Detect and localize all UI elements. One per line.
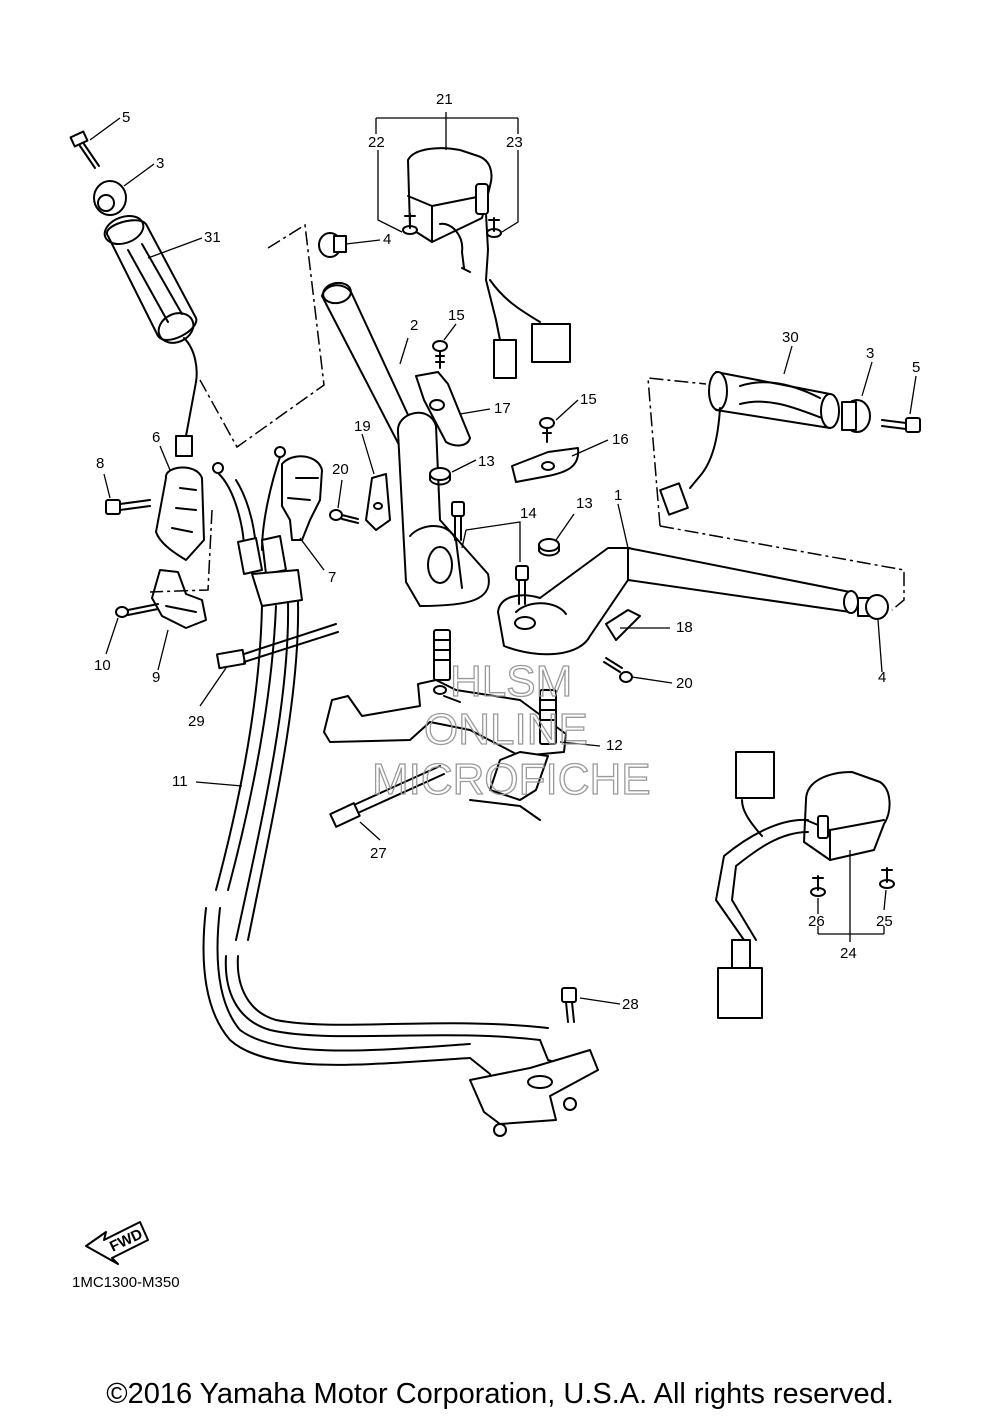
label-28: 28 — [622, 996, 639, 1013]
watermark-line-1: HLSM — [450, 657, 572, 706]
grip-31-left — [103, 214, 198, 457]
bolt-28 — [561, 987, 577, 1023]
label-14: 14 — [520, 505, 537, 522]
label-8: 8 — [96, 455, 104, 472]
label-29: 29 — [188, 713, 205, 730]
label-19: 19 — [354, 418, 371, 435]
label-18: 18 — [676, 619, 693, 636]
label-5-left: 5 — [122, 109, 130, 126]
label-5-right: 5 — [912, 359, 920, 376]
label-4-left: 4 — [383, 231, 391, 248]
label-3-right: 3 — [866, 345, 874, 362]
screw-20-left — [329, 509, 359, 524]
bolt-15-right — [539, 417, 555, 443]
bar-end-4-right — [857, 594, 889, 620]
label-22: 22 — [368, 134, 385, 151]
bolt-14-left — [451, 501, 465, 541]
plate-16 — [511, 447, 580, 483]
cable-ends — [212, 446, 286, 551]
label-15-right: 15 — [580, 391, 597, 408]
label-13-right: 13 — [576, 495, 593, 512]
screw-20-right — [603, 657, 633, 683]
grip-end-3-right — [841, 399, 871, 433]
screw-25 — [879, 867, 895, 889]
stud-left — [433, 629, 451, 681]
handlebar-2 — [321, 281, 490, 607]
label-25: 25 — [876, 913, 893, 930]
watermark-line-3: MICROFICHE — [372, 755, 651, 804]
label-15-left: 15 — [448, 307, 465, 324]
label-21: 21 — [436, 91, 453, 108]
fwd-arrow-icon: FWD — [85, 1221, 149, 1265]
bolt-5-right — [881, 417, 921, 433]
cable-tie-27 — [329, 765, 445, 828]
screw-10 — [115, 603, 159, 618]
bolt-8 — [105, 499, 151, 515]
label-20-right: 20 — [676, 675, 693, 692]
label-6: 6 — [152, 429, 160, 446]
label-16: 16 — [612, 431, 629, 448]
label-17: 17 — [494, 400, 511, 417]
bolt-15-left — [432, 340, 448, 369]
label-27: 27 — [370, 845, 387, 862]
switch-21-wire — [485, 213, 571, 379]
copyright-notice: ©2016 Yamaha Motor Corporation, U.S.A. A… — [106, 1378, 894, 1410]
throttle-housing-6 — [155, 466, 205, 561]
plate-17 — [415, 371, 471, 447]
nut-13-right — [538, 538, 560, 557]
cable-tie-29 — [215, 623, 339, 670]
switch-21 — [407, 147, 493, 273]
screw-22 — [402, 213, 418, 235]
stud-right — [539, 689, 557, 745]
label-13-left: 13 — [478, 453, 495, 470]
grip-end-3-left — [93, 180, 127, 216]
label-20-left: 20 — [332, 461, 349, 478]
clamp-9 — [151, 569, 207, 629]
bolt-14-right — [515, 565, 529, 605]
label-9: 9 — [152, 669, 160, 686]
nut-13-left — [429, 467, 451, 486]
bracket-12 — [323, 679, 567, 821]
label-31: 31 — [204, 229, 221, 246]
label-2: 2 — [410, 317, 418, 334]
clamp-18 — [605, 609, 641, 641]
handlebar-1 — [497, 547, 859, 656]
housing-7 — [281, 455, 323, 541]
label-12: 12 — [606, 737, 623, 754]
bolt-5-left — [69, 130, 100, 169]
bracket-28 — [469, 1049, 599, 1137]
label-24: 24 — [840, 945, 857, 962]
screw-26 — [810, 875, 826, 897]
label-7: 7 — [328, 569, 336, 586]
label-1: 1 — [614, 487, 622, 504]
label-26: 26 — [808, 913, 825, 930]
label-3-left: 3 — [156, 155, 164, 172]
diagram-code: 1MC1300-M350 — [72, 1274, 180, 1291]
label-10: 10 — [94, 657, 111, 674]
label-4-right: 4 — [878, 669, 886, 686]
label-30: 30 — [782, 329, 799, 346]
label-11: 11 — [172, 773, 188, 790]
switch-24 — [715, 751, 891, 1019]
clamp-19 — [365, 473, 391, 531]
watermark-line-2: ONLINE — [424, 705, 588, 754]
grip-30-right — [659, 371, 840, 516]
label-23: 23 — [506, 134, 523, 151]
bar-end-4-left — [318, 232, 347, 258]
screw-23 — [486, 217, 502, 238]
